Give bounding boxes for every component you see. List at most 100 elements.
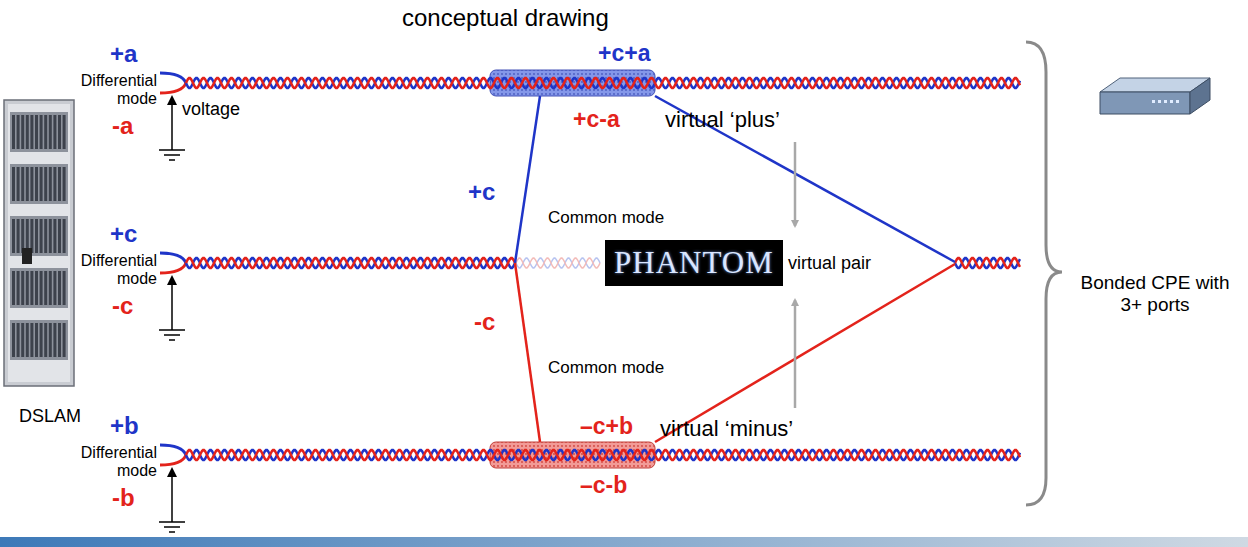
signal-label: -c bbox=[112, 292, 133, 320]
line-card bbox=[17, 167, 20, 201]
wire-strand bbox=[186, 450, 1020, 460]
line-card bbox=[17, 219, 20, 253]
signal-label: +b bbox=[110, 412, 139, 440]
line-card bbox=[49, 167, 52, 201]
text-label: Differential mode bbox=[57, 444, 157, 481]
signal-label: -a bbox=[112, 112, 133, 140]
led bbox=[1170, 100, 1173, 103]
line-card bbox=[49, 115, 52, 149]
signal-label: +c+a bbox=[598, 40, 650, 66]
voltage-arrow bbox=[171, 469, 173, 522]
line-card bbox=[26, 167, 29, 201]
line-card bbox=[21, 167, 24, 201]
led bbox=[1176, 100, 1179, 103]
line-card bbox=[35, 219, 38, 253]
text-label: Common mode bbox=[548, 208, 664, 228]
led bbox=[1152, 100, 1155, 103]
line-card bbox=[12, 167, 15, 201]
shelf bbox=[10, 216, 68, 256]
line-card bbox=[58, 323, 61, 357]
wire-end bbox=[160, 253, 186, 263]
line-card bbox=[63, 323, 66, 357]
dslam-node: DSLAM bbox=[2, 98, 98, 427]
line-card bbox=[44, 323, 47, 357]
cpe-front bbox=[1100, 92, 1190, 114]
ground-symbol bbox=[159, 149, 185, 151]
line-card bbox=[30, 219, 33, 253]
logo-text: PHANTOM bbox=[614, 245, 774, 281]
pointer-arrow bbox=[794, 142, 797, 226]
ground-symbol bbox=[164, 154, 180, 156]
line-card bbox=[26, 271, 29, 305]
line-card bbox=[17, 115, 20, 149]
line-card bbox=[12, 115, 15, 149]
common-mode-line bbox=[515, 263, 540, 442]
cabinet-face bbox=[8, 104, 70, 382]
line-card bbox=[40, 323, 43, 357]
line-card bbox=[53, 219, 56, 253]
signal-label: –c+b bbox=[580, 413, 633, 439]
ground-symbol bbox=[164, 334, 180, 336]
line-card bbox=[40, 167, 43, 201]
cpe-node: Bonded CPE with 3+ ports bbox=[1080, 62, 1230, 316]
footer-bar bbox=[0, 537, 1248, 547]
text-label: virtual ‘plus’ bbox=[665, 107, 780, 132]
line-card bbox=[49, 219, 52, 253]
line-card bbox=[58, 219, 61, 253]
text-label: voltage bbox=[182, 99, 240, 120]
ground-symbol bbox=[164, 526, 180, 528]
signal-label: +c bbox=[110, 220, 137, 248]
line-card bbox=[30, 271, 33, 305]
ground-symbol bbox=[169, 339, 175, 341]
line-card bbox=[63, 271, 66, 305]
wire-strand bbox=[186, 450, 1020, 460]
ground-symbol bbox=[159, 329, 185, 331]
device-label: DSLAM bbox=[2, 406, 98, 427]
voltage-arrow bbox=[171, 277, 173, 330]
pointer-arrow bbox=[794, 300, 797, 408]
wire-strand bbox=[955, 258, 1020, 268]
line-card bbox=[35, 323, 38, 357]
line-card bbox=[53, 271, 56, 305]
line-card bbox=[58, 271, 61, 305]
wire-end bbox=[160, 445, 186, 455]
wire-strand bbox=[186, 78, 1020, 88]
wire-strand bbox=[516, 258, 600, 268]
device-label: Bonded CPE with 3+ ports bbox=[1080, 272, 1230, 316]
cpe-icon bbox=[1080, 62, 1230, 122]
signal-label: –c-b bbox=[580, 472, 627, 498]
dslam-icon bbox=[2, 98, 77, 388]
line-card bbox=[58, 167, 61, 201]
shelf bbox=[10, 268, 68, 308]
line-card bbox=[44, 167, 47, 201]
line-card bbox=[35, 115, 38, 149]
wire-end bbox=[160, 83, 186, 93]
phantom-box: PHANTOM bbox=[605, 240, 783, 286]
wire-strand bbox=[186, 258, 515, 268]
line-card bbox=[21, 219, 24, 253]
handle bbox=[22, 248, 32, 264]
wire-strand bbox=[516, 258, 600, 268]
line-card bbox=[17, 323, 20, 357]
cabinet bbox=[4, 100, 74, 386]
line-card bbox=[26, 115, 29, 149]
line-card bbox=[53, 323, 56, 357]
line-card bbox=[49, 271, 52, 305]
common-mode-line bbox=[655, 96, 955, 262]
line-card bbox=[26, 219, 29, 253]
line-card bbox=[63, 219, 66, 253]
voltage-arrow bbox=[171, 97, 173, 150]
common-mode-line bbox=[515, 96, 540, 263]
line-card bbox=[30, 323, 33, 357]
line-card bbox=[63, 167, 66, 201]
line-card bbox=[63, 115, 66, 149]
ground-symbol bbox=[159, 521, 185, 523]
line-card bbox=[12, 323, 15, 357]
line-card bbox=[30, 115, 33, 149]
signal-label: +c-a bbox=[573, 106, 620, 132]
led bbox=[1158, 100, 1161, 103]
bracket bbox=[1026, 42, 1062, 505]
line-card bbox=[40, 115, 43, 149]
line-card bbox=[35, 167, 38, 201]
line-card bbox=[44, 271, 47, 305]
